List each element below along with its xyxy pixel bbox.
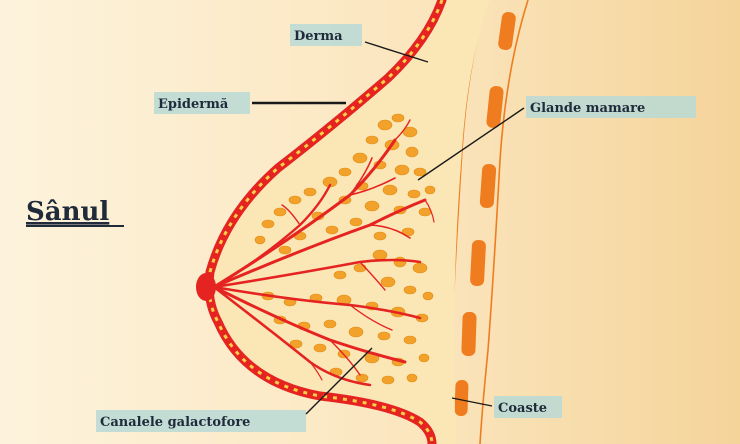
label-derma-text: Derma xyxy=(294,29,343,44)
diagram-title: Sânul xyxy=(26,197,109,227)
label-canale-text: Canalele galactofore xyxy=(100,415,250,430)
label-coaste-text: Coaste xyxy=(498,401,547,416)
label-epiderma-text: Epidermă xyxy=(158,97,229,112)
label-glande-text: Glande mamare xyxy=(530,101,645,116)
